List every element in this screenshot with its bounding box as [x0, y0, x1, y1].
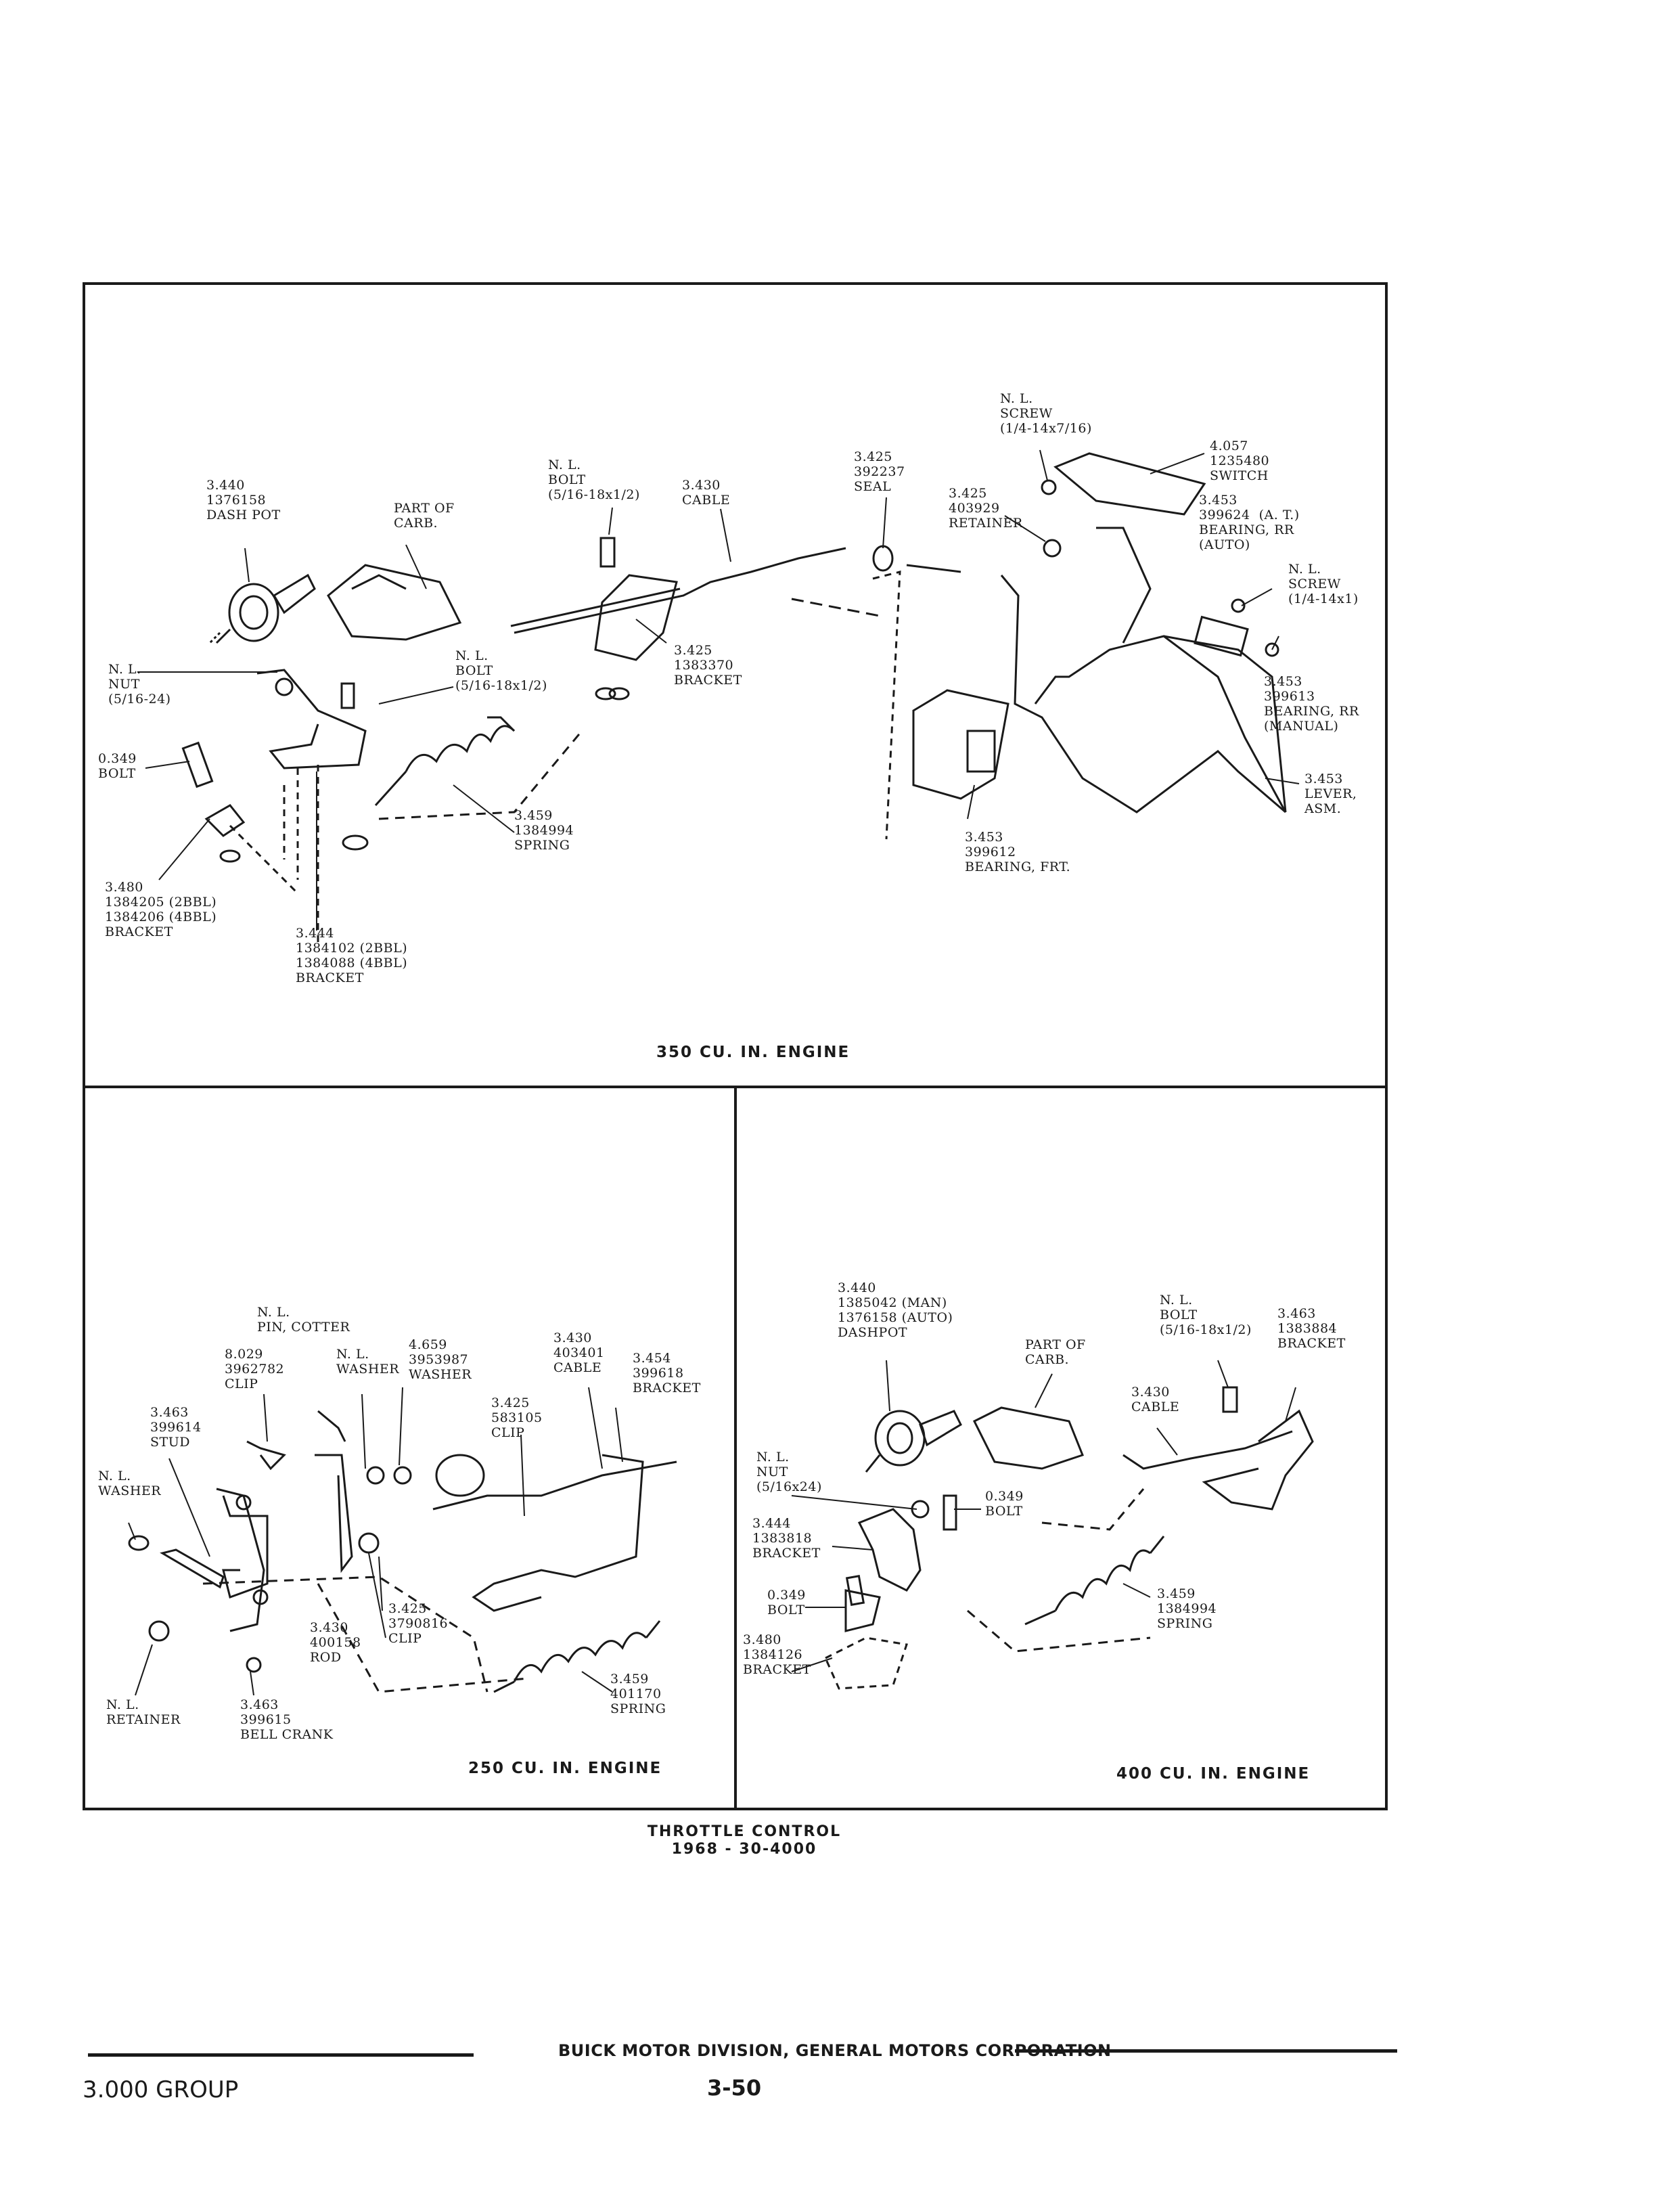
figure-subtitle: 1968 - 30-4000 [671, 1841, 817, 1858]
label-bracket-480-350: 3.480 1384205 (2BBL) 1384206 (4BBL) BRAC… [105, 880, 217, 939]
label-cable-350: 3.430 CABLE [682, 478, 731, 508]
figure-title: THROTTLE CONTROL [647, 1823, 842, 1840]
cable-250 [432, 1460, 677, 1511]
label-clip-8029: 8.029 3962782 CLIP [225, 1347, 285, 1391]
label-bracket-480-400: 3.480 1384126 BRACKET [743, 1632, 811, 1677]
bracket-480-400 [844, 1589, 881, 1632]
vertical-panel-divider [734, 1086, 737, 1810]
cable-bracket-350 [594, 574, 678, 661]
label-dashpot-400: 3.440 1385042 (MAN) 1376158 (AUTO) DASHP… [838, 1280, 953, 1340]
label-spring-350: 3.459 1384994 SPRING [514, 808, 574, 853]
label-part-of-carb-350: PART OF CARB. [394, 501, 455, 531]
label-seal-350: 3.425 392237 SEAL [854, 449, 905, 494]
dashpot-350-part [208, 573, 316, 644]
footer-publisher: BUICK MOTOR DIVISION, GENERAL MOTORS COR… [558, 2041, 1112, 2060]
throttle-cable-350 [514, 547, 846, 634]
label-bracket-463-400: 3.463 1383884 BRACKET [1277, 1306, 1346, 1351]
label-bearing-frt: 3.453 399612 BEARING, FRT. [965, 830, 1071, 874]
label-bearing-rr-manual: 3.453 399613 BEARING, RR (MANUAL) [1264, 674, 1359, 734]
label-spring-400: 3.459 1384994 SPRING [1157, 1586, 1217, 1631]
spring-400 [1024, 1536, 1165, 1626]
label-bell-crank: 3.463 399615 BELL CRANK [240, 1697, 334, 1742]
footer-rule-left [88, 2053, 474, 2057]
label-clip-3790816: 3.425 3790816 CLIP [388, 1601, 449, 1646]
label-clip-583105: 3.425 583105 CLIP [491, 1395, 543, 1440]
label-nut-350: N. L. NUT (5/16-24) [108, 662, 171, 707]
bell-crank-250 [216, 1488, 269, 1673]
label-bolt-349-350: 0.349 BOLT [98, 751, 137, 781]
label-pin-cotter: N. L. PIN, COTTER [257, 1305, 350, 1335]
label-bracket-454: 3.454 399618 BRACKET [633, 1351, 701, 1395]
carb-part-400 [972, 1406, 1084, 1470]
footer-group: 3.000 GROUP [83, 2076, 239, 2103]
label-cable-400: 3.430 CABLE [1131, 1385, 1180, 1414]
label-washer-4659: 4.659 3953987 WASHER [409, 1337, 472, 1382]
caption-250-engine: 250 CU. IN. ENGINE [468, 1760, 662, 1777]
label-retainer-250: N. L. RETAINER [106, 1697, 181, 1727]
carb-part-350 [327, 564, 462, 641]
stud-250 [160, 1548, 225, 1589]
label-switch-350: 4.057 1235480 SWITCH [1210, 439, 1270, 483]
bracket-454-250 [472, 1454, 644, 1612]
label-screw-top-350: N. L. SCREW (1/4-14x7/16) [1000, 391, 1092, 436]
bracket-444-400 [857, 1508, 922, 1592]
label-bracket-cable-350: 3.425 1383370 BRACKET [674, 643, 742, 688]
label-bracket-444-400: 3.444 1383818 BRACKET [752, 1516, 821, 1561]
footer-rule-right [1015, 2049, 1397, 2053]
label-bolt-349-top-400: 0.349 BOLT [985, 1489, 1024, 1519]
cable-400 [1122, 1430, 1293, 1470]
label-bolt-top-350: N. L. BOLT (5/16-18x1/2) [548, 457, 640, 502]
label-dashpot-350: 3.440 1376158 DASH POT [206, 478, 281, 522]
label-washer-left-250: N. L. WASHER [98, 1469, 162, 1498]
rod-250 [315, 1454, 353, 1573]
caption-400-engine: 400 CU. IN. ENGINE [1116, 1765, 1311, 1783]
dashpot-400-part [865, 1410, 962, 1473]
label-retainer-350: 3.425 403929 RETAINER [949, 486, 1023, 531]
label-spring-250: 3.459 401170 SPRING [610, 1672, 666, 1716]
label-bolt-349-low-400: 0.349 BOLT [767, 1588, 806, 1617]
accelerator-lever-assembly [1000, 575, 1287, 813]
spring-350 [374, 716, 516, 807]
label-bolt-top-400: N. L. BOLT (5/16-18x1/2) [1160, 1293, 1252, 1337]
label-cable-250: 3.430 403401 CABLE [553, 1331, 605, 1375]
label-rod-250: 3.430 400158 ROD [310, 1620, 361, 1665]
bracket-463-400 [1202, 1409, 1314, 1511]
spring-250 [493, 1620, 661, 1693]
caption-350-engine: 350 CU. IN. ENGINE [656, 1044, 850, 1061]
switch-part [1053, 452, 1206, 516]
label-part-of-carb-400: PART OF CARB. [1025, 1337, 1086, 1367]
bracket-444-350 [256, 669, 367, 769]
label-lever-asm: 3.453 LEVER, ASM. [1304, 772, 1357, 816]
label-bracket-444-350: 3.444 1384102 (2BBL) 1384088 (4BBL) BRAC… [296, 926, 408, 985]
label-bolt-mid-350: N. L. BOLT (5/16-18x1/2) [455, 648, 547, 693]
label-nut-400: N. L. NUT (5/16x24) [756, 1450, 822, 1494]
label-bearing-rr-auto: 3.453 399624 (A. T.) BEARING, RR (AUTO) [1199, 493, 1300, 552]
label-stud-250: 3.463 399614 STUD [150, 1405, 202, 1450]
label-screw-right-350: N. L. SCREW (1/4-14x1) [1288, 562, 1359, 606]
footer-page-number: 3-50 [707, 2075, 762, 2101]
label-washer-nl-250: N. L. WASHER [336, 1347, 400, 1377]
